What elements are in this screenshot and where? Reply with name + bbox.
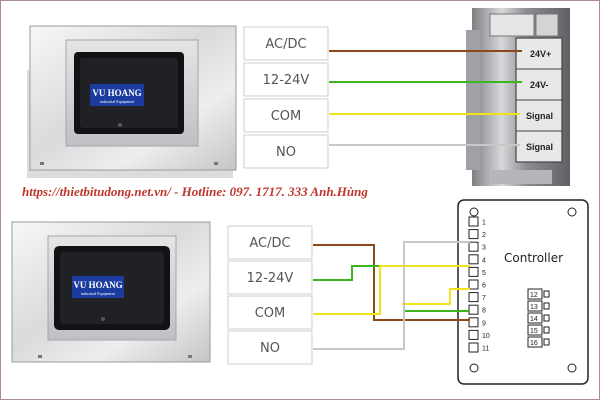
- wire-acdc-bottom: [313, 244, 470, 321]
- pin-socket-15: [543, 326, 550, 334]
- pin-label-16: 16: [530, 340, 538, 347]
- label-no-top: NO: [276, 145, 296, 160]
- wire-no-bottom: [313, 241, 470, 350]
- pin-box-4: [468, 254, 479, 265]
- pin-socket-14: [543, 314, 550, 322]
- pin-label-11: 11: [482, 346, 489, 353]
- label-12-24v-top: 12-24V: [263, 73, 310, 88]
- pin-label-3: 3: [482, 245, 486, 252]
- pin-box-7: [468, 292, 479, 303]
- logo-badge-bottom: [72, 276, 124, 298]
- terminal-24v-minus: 24V-: [530, 80, 549, 90]
- pin-box-14: [527, 312, 543, 324]
- label-no-bottom: NO: [260, 341, 280, 356]
- logo-name-bottom: VU HOANG: [73, 280, 122, 290]
- pin-label-8: 8: [482, 308, 486, 315]
- sensor-top: VU HOANG industrial Equipment: [27, 25, 237, 178]
- logo-tagline-top: industrial Equipment: [100, 99, 135, 104]
- terminal-module: 24V+ 24V- Signal Signal: [466, 8, 570, 186]
- pin-box-8: [468, 304, 479, 315]
- hotline-banner: https://thietbitudong.net.vn/ - Hotline:…: [22, 184, 368, 199]
- pin-label-15: 15: [530, 328, 538, 335]
- pin-label-5: 5: [482, 270, 486, 277]
- pin-box-9: [468, 317, 479, 328]
- pin-label-9: 9: [482, 320, 486, 327]
- pin-box-11: [468, 342, 479, 353]
- logo-name-top: VU HOANG: [92, 88, 141, 98]
- wire-12-24v-bottom: [313, 265, 470, 312]
- label-acdc-bottom: AC/DC: [249, 236, 290, 251]
- pin-box-3: [468, 241, 479, 252]
- pin-label-12: 12: [530, 292, 538, 299]
- pin-box-1: [468, 216, 479, 227]
- pin-label-10: 10: [482, 333, 490, 340]
- label-com-top: COM: [271, 109, 302, 124]
- label-com-bottom: COM: [255, 306, 286, 321]
- wires-bottom: [313, 241, 470, 350]
- wire-com-bottom-b: [402, 288, 470, 305]
- label-table-top: AC/DC 12-24V COM NO: [243, 26, 329, 169]
- pin-box-16: [527, 336, 543, 348]
- controller-right-pins: 12 13 14 15 16: [527, 288, 550, 348]
- pin-box-12: [527, 288, 543, 300]
- logo-badge-top: [90, 84, 144, 106]
- pin-label-2: 2: [482, 232, 486, 239]
- label-table-bottom: AC/DC 12-24V COM NO: [227, 225, 313, 365]
- controller-left-pins: 1 2 3 4 5 6 7 8 9 10 11: [468, 216, 490, 353]
- pin-socket-16: [543, 338, 550, 346]
- pin-label-7: 7: [482, 295, 486, 302]
- pin-box-5: [468, 266, 479, 277]
- terminal-signal-2: Signal: [526, 142, 553, 152]
- wire-com-bottom-a: [313, 265, 470, 315]
- sensor-bottom: VU HOANG industrial Equipment: [11, 221, 211, 363]
- label-12-24v-bottom: 12-24V: [247, 271, 294, 286]
- controller-title: Controller: [504, 251, 563, 265]
- wires-top: [329, 50, 522, 146]
- logo-tagline-bottom: industrial Equipment: [81, 291, 116, 296]
- pin-box-10: [468, 329, 479, 340]
- label-acdc-top: AC/DC: [265, 37, 306, 52]
- pin-label-6: 6: [482, 283, 486, 290]
- pin-label-4: 4: [482, 257, 486, 264]
- pin-box-15: [527, 324, 543, 336]
- pin-label-14: 14: [530, 316, 538, 323]
- pin-socket-13: [543, 302, 550, 310]
- pin-label-13: 13: [530, 304, 538, 311]
- pin-box-13: [527, 300, 543, 312]
- terminal-24v-plus: 24V+: [530, 49, 551, 59]
- pin-socket-12: [543, 290, 550, 298]
- pin-box-2: [468, 229, 479, 240]
- terminal-signal-1: Signal: [526, 111, 553, 121]
- pin-label-1: 1: [482, 220, 486, 227]
- pin-box-6: [468, 279, 479, 290]
